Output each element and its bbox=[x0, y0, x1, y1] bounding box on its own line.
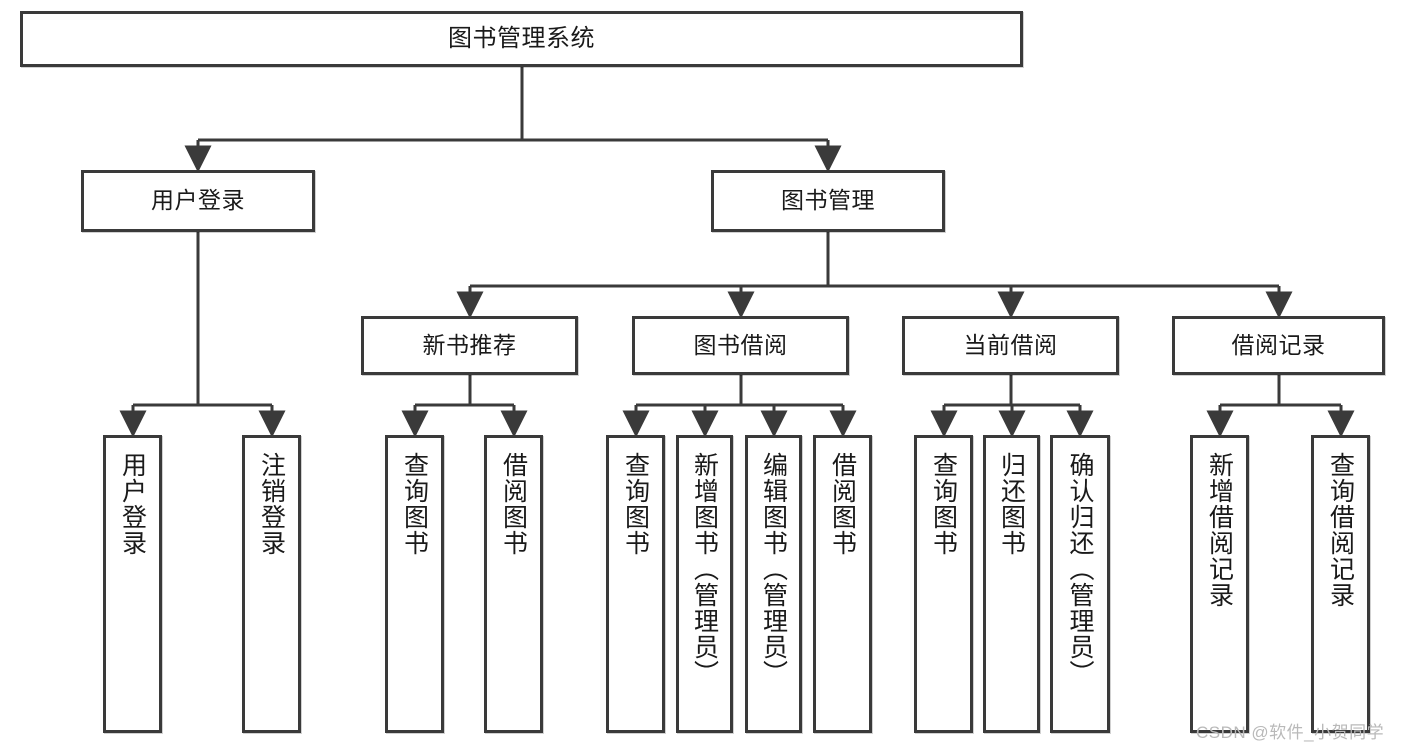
node-label: 编辑图书（管理员） bbox=[759, 452, 788, 686]
node-user-login[interactable]: 用户登录 bbox=[81, 170, 315, 232]
node-label: 图书借阅 bbox=[693, 331, 788, 358]
node-label: 新增借阅记录 bbox=[1205, 452, 1234, 608]
leaf-add-borrow-record[interactable]: 新增借阅记录 bbox=[1190, 435, 1249, 733]
csdn-watermark: CSDN @软件_小贺同学 bbox=[1196, 723, 1385, 742]
node-label: 新增图书（管理员） bbox=[690, 452, 719, 686]
node-label: 用户登录 bbox=[118, 452, 147, 556]
node-label: 借阅记录 bbox=[1231, 331, 1326, 358]
node-label: 借阅图书 bbox=[828, 452, 857, 556]
leaf-query-book-3[interactable]: 查询图书 bbox=[914, 435, 973, 733]
node-label: 注销登录 bbox=[257, 452, 286, 556]
node-label: 归还图书 bbox=[997, 452, 1026, 556]
node-label: 图书管理系统 bbox=[448, 24, 595, 52]
leaf-logout[interactable]: 注销登录 bbox=[242, 435, 301, 733]
node-label: 用户登录 bbox=[151, 187, 245, 214]
node-root[interactable]: 图书管理系统 bbox=[20, 11, 1023, 67]
node-current-borrow[interactable]: 当前借阅 bbox=[902, 316, 1119, 375]
leaf-add-book[interactable]: 新增图书（管理员） bbox=[676, 435, 733, 733]
node-new-book-recommend[interactable]: 新书推荐 bbox=[361, 316, 578, 375]
node-label: 查询图书 bbox=[929, 452, 958, 556]
node-label: 查询借阅记录 bbox=[1326, 452, 1355, 608]
leaf-query-borrow-record[interactable]: 查询借阅记录 bbox=[1311, 435, 1370, 733]
node-label: 新书推荐 bbox=[422, 331, 517, 358]
node-book-manage[interactable]: 图书管理 bbox=[711, 170, 945, 232]
node-label: 借阅图书 bbox=[499, 452, 528, 556]
node-book-borrow[interactable]: 图书借阅 bbox=[632, 316, 849, 375]
node-label: 确认归还（管理员） bbox=[1066, 452, 1094, 686]
leaf-user-login[interactable]: 用户登录 bbox=[103, 435, 162, 733]
node-label: 当前借阅 bbox=[963, 331, 1058, 358]
node-borrow-record[interactable]: 借阅记录 bbox=[1172, 316, 1385, 375]
leaf-confirm-return[interactable]: 确认归还（管理员） bbox=[1050, 435, 1110, 733]
node-label: 查询图书 bbox=[400, 452, 429, 556]
node-label: 图书管理 bbox=[781, 187, 875, 214]
leaf-borrow-book-1[interactable]: 借阅图书 bbox=[484, 435, 543, 733]
leaf-borrow-book-2[interactable]: 借阅图书 bbox=[813, 435, 872, 733]
leaf-query-book-1[interactable]: 查询图书 bbox=[385, 435, 444, 733]
leaf-return-book[interactable]: 归还图书 bbox=[983, 435, 1040, 733]
node-label: 查询图书 bbox=[621, 452, 650, 556]
leaf-query-book-2[interactable]: 查询图书 bbox=[606, 435, 665, 733]
leaf-edit-book[interactable]: 编辑图书（管理员） bbox=[745, 435, 802, 733]
